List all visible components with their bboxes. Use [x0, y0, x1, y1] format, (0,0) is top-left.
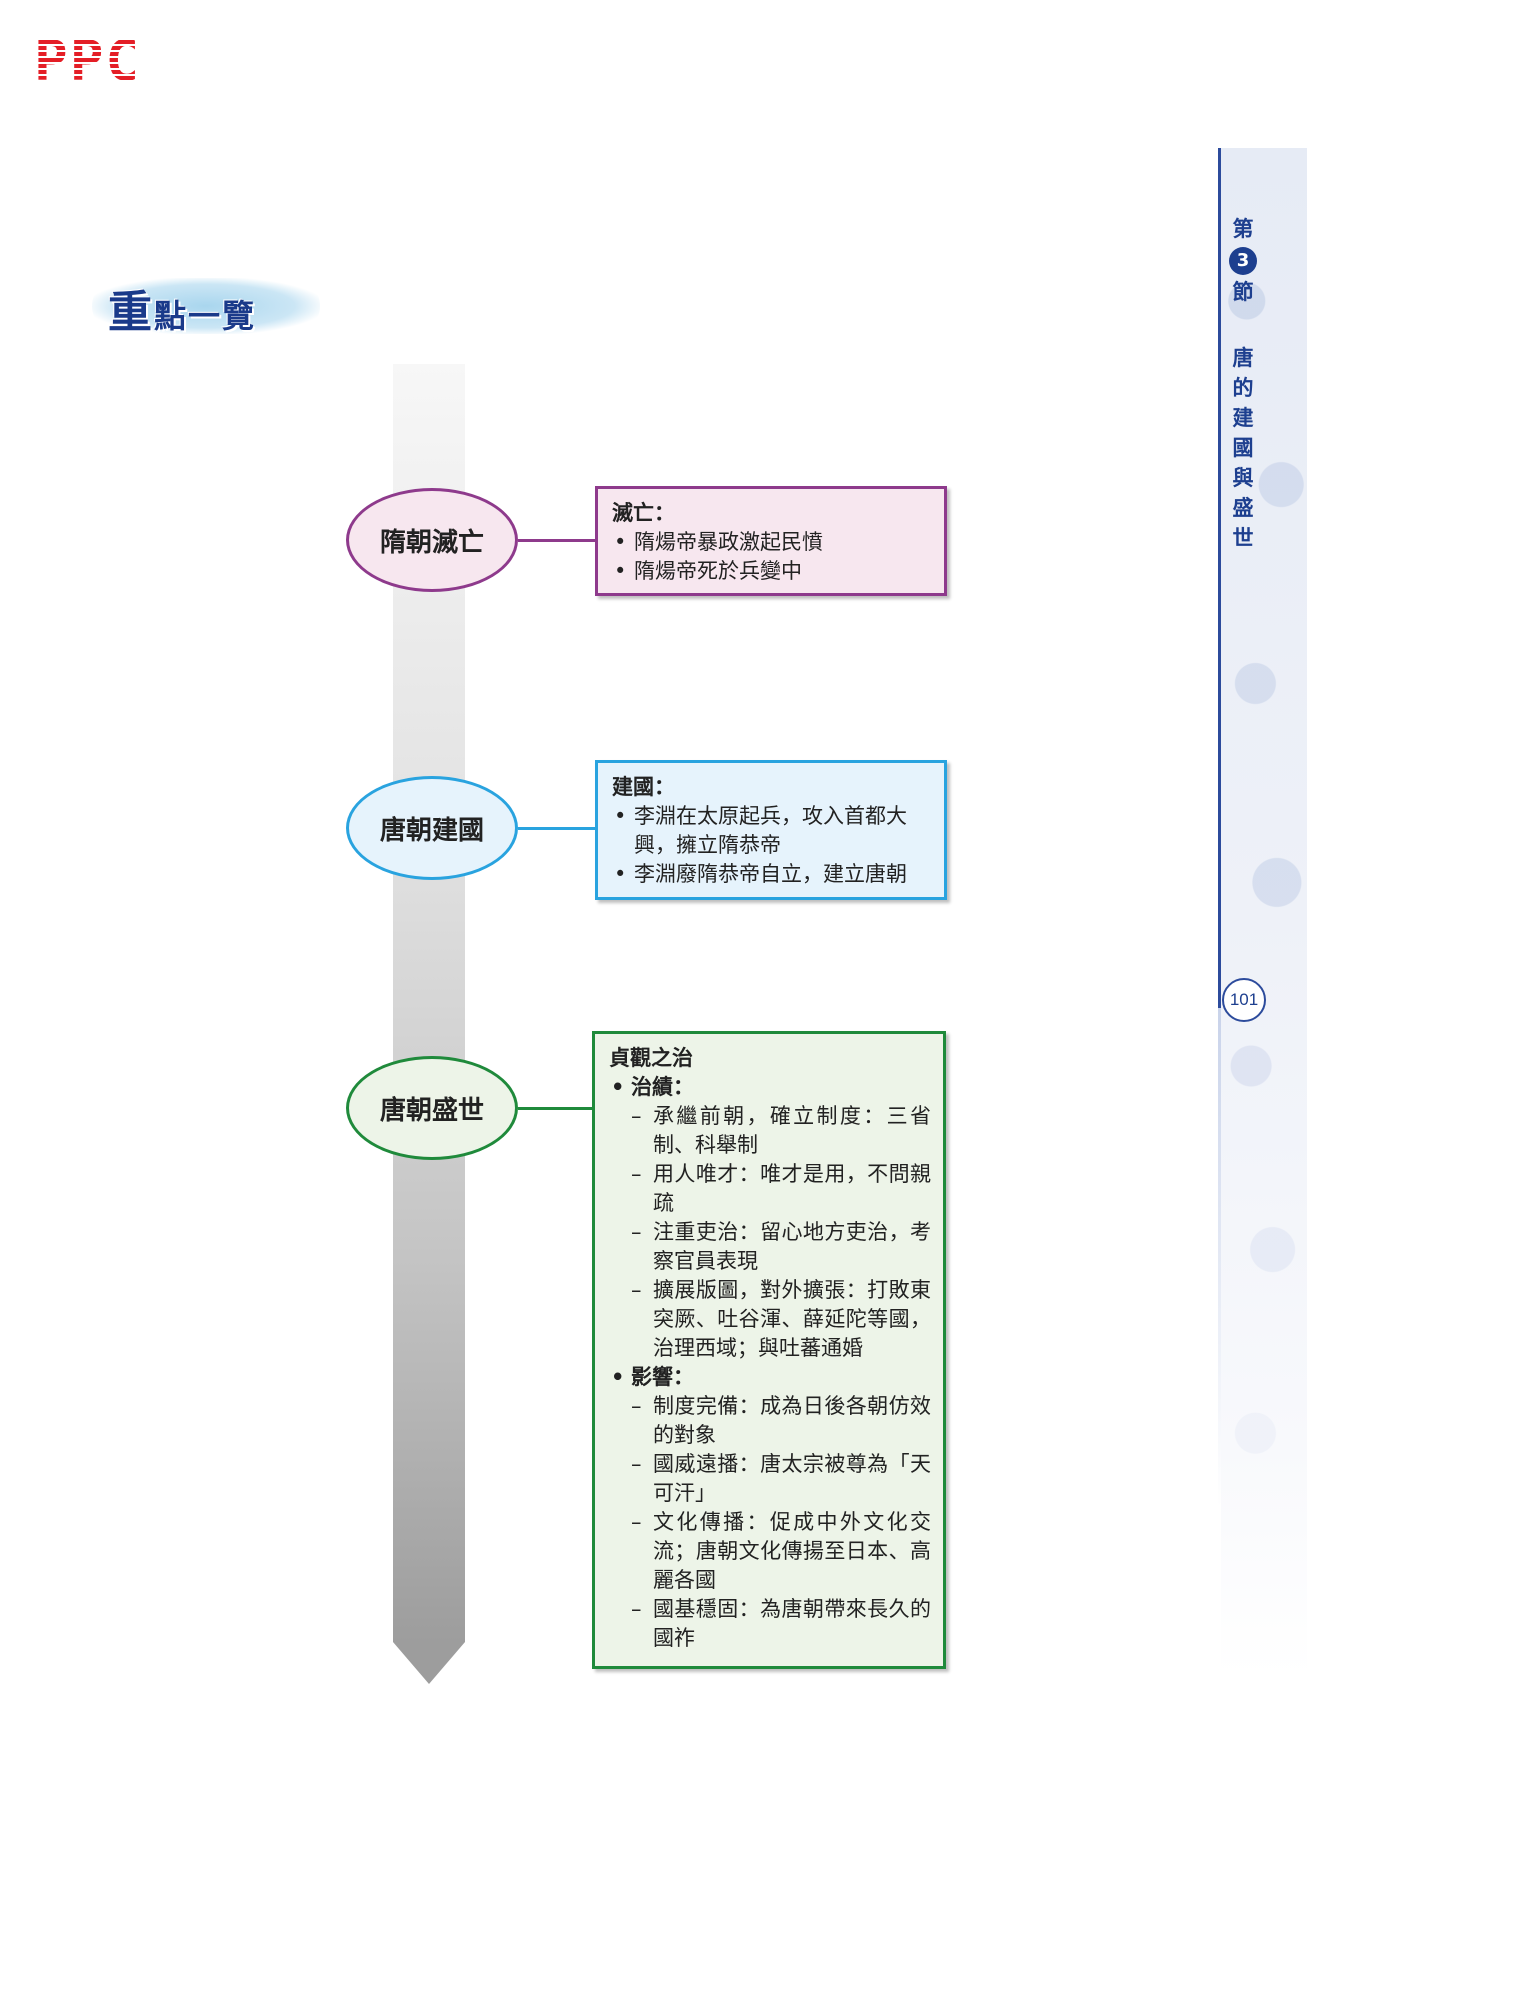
- timeline-node-sui-fall: 隋朝滅亡: [346, 488, 518, 592]
- dash-item: 國威遠播：唐太宗被尊為「天可汗」: [609, 1450, 931, 1508]
- info-box-zhenguan: 貞觀之治 治績： 承繼前朝，確立制度：三省制、科舉制 用人唯才：唯才是用，不問親…: [592, 1031, 946, 1669]
- chapter-title-char: 的: [1226, 373, 1260, 403]
- timeline-node-tang-prosperity: 唐朝盛世: [346, 1056, 518, 1160]
- box-title: 貞觀之治: [609, 1044, 931, 1073]
- box-title: 滅亡：: [612, 499, 932, 528]
- timeline-arrow-tip: [393, 1642, 465, 1684]
- dash-item: 注重吏治：留心地方吏治，考察官員表現: [609, 1218, 931, 1276]
- section-heading-influence: 影響：: [609, 1363, 931, 1392]
- bullet-item: 李淵在太原起兵，攻入首都大興，擁立隋恭帝: [612, 802, 932, 860]
- chapter-title-char: 建: [1226, 403, 1260, 433]
- dash-item: 承繼前朝，確立制度：三省制、科舉制: [609, 1102, 931, 1160]
- chapter-prefix: 第: [1226, 214, 1260, 244]
- connector-line-3: [518, 1107, 596, 1110]
- bullet-item: 李淵廢隋恭帝自立，建立唐朝: [612, 860, 932, 889]
- dash-item: 擴展版圖，對外擴張：打敗東突厥、吐谷渾、薛延陀等國，治理西域；與吐蕃通婚: [609, 1276, 931, 1363]
- section-heading-achievements: 治績：: [609, 1073, 931, 1102]
- info-box-founding: 建國： 李淵在太原起兵，攻入首都大興，擁立隋恭帝 李淵廢隋恭帝自立，建立唐朝: [595, 760, 947, 900]
- publisher-logo: PPC: [34, 34, 141, 90]
- timeline-node-tang-founding: 唐朝建國: [346, 776, 518, 880]
- dash-item: 國基穩固：為唐朝帶來長久的國祚: [609, 1595, 931, 1653]
- chapter-label: 第 3 節 唐 的 建 國 與 盛 世: [1226, 214, 1260, 553]
- section-heading-banner: 重點一覽: [92, 270, 322, 338]
- bullet-item: 隋煬帝死於兵變中: [612, 557, 932, 586]
- chapter-title-char: 國: [1226, 433, 1260, 463]
- page-number: 101: [1222, 978, 1266, 1022]
- dash-item: 制度完備：成為日後各朝仿效的對象: [609, 1392, 931, 1450]
- connector-line-2: [518, 827, 598, 830]
- chapter-title-char: 唐: [1226, 343, 1260, 373]
- dash-item: 文化傳播：促成中外文化交流；唐朝文化傳揚至日本、高麗各國: [609, 1508, 931, 1595]
- heading-rest: 點一覽: [154, 297, 256, 335]
- section-heading: 重點一覽: [108, 276, 256, 340]
- dash-item: 用人唯才：唯才是用，不問親疏: [609, 1160, 931, 1218]
- chapter-number-badge: 3: [1229, 247, 1257, 275]
- chapter-suffix: 節: [1226, 277, 1260, 307]
- connector-line-1: [518, 539, 598, 542]
- bullet-item: 隋煬帝暴政激起民憤: [612, 528, 932, 557]
- chapter-title-char: 與: [1226, 463, 1260, 493]
- chapter-title-char: 盛: [1226, 493, 1260, 523]
- box-title: 建國：: [612, 773, 932, 802]
- heading-big-char: 重: [108, 287, 154, 338]
- side-divider-line: [1218, 148, 1221, 1008]
- chapter-title-char: 世: [1226, 523, 1260, 553]
- side-divider-fade: [1218, 1008, 1221, 1508]
- info-box-fall: 滅亡： 隋煬帝暴政激起民憤 隋煬帝死於兵變中: [595, 486, 947, 596]
